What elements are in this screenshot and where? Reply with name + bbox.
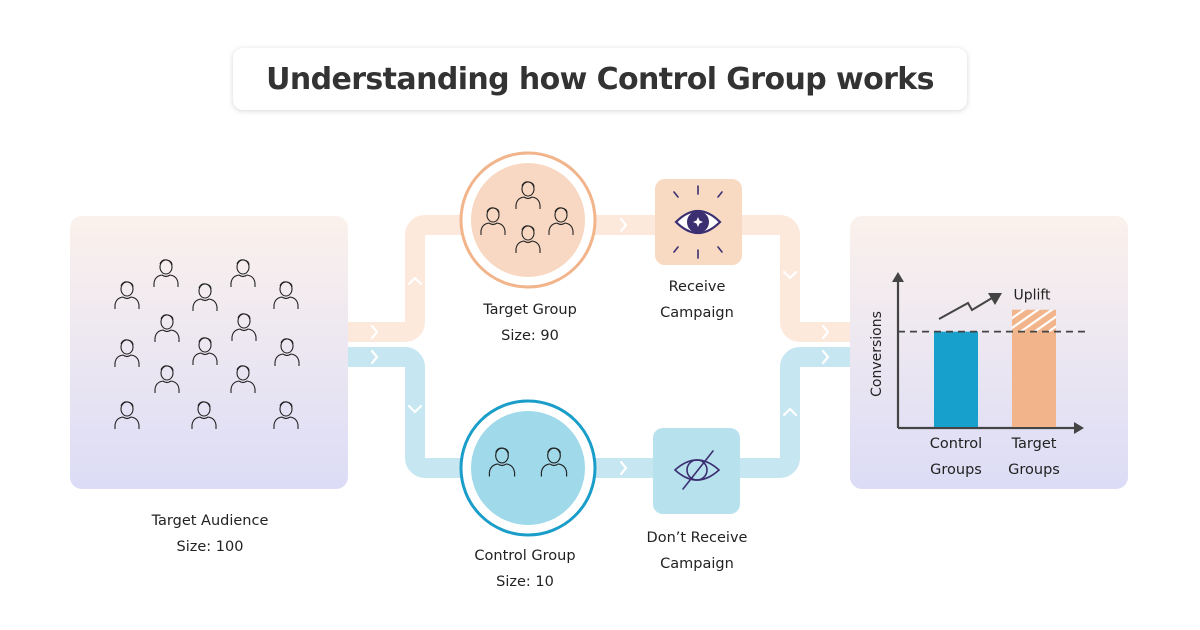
target-group-size: Size: 90	[501, 328, 559, 344]
target-group-name: Target Group	[483, 302, 577, 318]
track-arrow-icon	[407, 404, 423, 414]
dont-receive-campaign-line2: Campaign	[660, 556, 734, 572]
x-tick-label: Control	[930, 436, 982, 452]
track-arrow-icon	[370, 324, 379, 340]
target-group-label: Target Group Size: 90	[430, 297, 630, 349]
target-group-node	[459, 151, 597, 289]
target-audience-label: Target Audience Size: 100	[110, 508, 310, 560]
track-arrow-icon	[821, 324, 830, 340]
x-tick-label: Groups	[1008, 462, 1060, 478]
trend-arrow-icon	[938, 297, 993, 320]
receive-campaign-node	[655, 179, 742, 265]
track-arrow-icon	[619, 217, 628, 233]
target-track	[330, 215, 870, 342]
track-arrow-icon	[370, 349, 379, 365]
uplift-label: Uplift	[1013, 288, 1051, 304]
trend-arrowhead-icon	[988, 293, 1002, 305]
dont-receive-campaign-label: Don’t Receive Campaign	[597, 525, 797, 577]
control-group-name: Control Group	[474, 548, 576, 564]
track-arrow-icon	[619, 460, 628, 476]
track-arrow-icon	[782, 270, 798, 280]
eye-off-icon	[673, 450, 721, 490]
control-track	[330, 347, 870, 478]
title-card: Understanding how Control Group works	[233, 48, 967, 110]
control-groups-bar	[934, 331, 978, 427]
receive-campaign-line2: Campaign	[660, 305, 734, 321]
y-axis-label: Conversions	[869, 311, 885, 397]
target-audience-size: Size: 100	[176, 539, 244, 555]
track-arrow-icon	[782, 407, 798, 417]
uplift-bar	[1012, 309, 1056, 332]
page-title: Understanding how Control Group works	[266, 61, 934, 97]
target-audience-name: Target Audience	[151, 513, 269, 529]
x-tick-label: Target	[1011, 436, 1057, 452]
receive-campaign-line1: Receive	[668, 279, 726, 295]
y-axis-arrow-icon	[892, 272, 904, 282]
eye-icon	[673, 185, 723, 259]
dont-receive-campaign-node	[653, 428, 740, 514]
x-axis-arrow-icon	[1074, 422, 1084, 434]
x-tick-label: Groups	[930, 462, 982, 478]
control-group-label: Control Group Size: 10	[425, 543, 625, 595]
target-audience-panel	[70, 216, 348, 489]
control-group-size: Size: 10	[496, 574, 554, 590]
track-arrow-icon	[407, 276, 423, 286]
receive-campaign-label: Receive Campaign	[597, 274, 797, 326]
dont-receive-campaign-line1: Don’t Receive	[646, 530, 748, 546]
target-groups-bar	[1012, 331, 1056, 427]
track-arrow-icon	[821, 349, 830, 365]
control-group-node	[459, 399, 597, 537]
